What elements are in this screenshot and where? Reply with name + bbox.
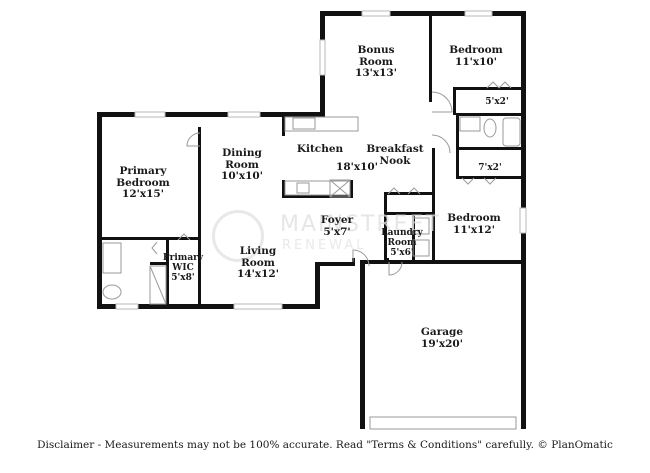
room-label-kitchen: Kitchen xyxy=(296,143,344,155)
doors xyxy=(151,81,512,276)
room-label-primary-wic: Primary WIC 5'x8' xyxy=(162,253,204,283)
room-label-foyer: Foyer 5'x7' xyxy=(320,214,354,238)
room-label-breakfast-nook: Breakfast Nook xyxy=(366,143,424,167)
room-label-bedroom-se: Bedroom 11'x12' xyxy=(447,212,501,236)
room-label-closet-7x2: 7'x2' xyxy=(478,163,502,173)
walls xyxy=(97,11,526,429)
room-label-laundry-room: Laundry Room 5'x6' xyxy=(381,228,423,258)
room-label-kitchen-dims: 18'x10' xyxy=(336,161,378,173)
room-label-bedroom-ne: Bedroom 11'x10' xyxy=(449,44,503,68)
fixtures xyxy=(102,116,521,430)
watermark: MAINSTREET RENEWAL xyxy=(212,208,439,268)
watermark-logo-icon xyxy=(212,210,264,262)
room-label-bonus-room: Bonus Room 13'x13' xyxy=(355,44,397,79)
windows xyxy=(115,10,527,310)
room-label-closet-5x2: 5'x2' xyxy=(485,97,509,107)
room-label-living-room: Living Room 14'x12' xyxy=(237,245,279,280)
disclaimer-text: Disclaimer - Measurements may not be 100… xyxy=(37,439,613,451)
room-label-dining-room: Dining Room 10'x10' xyxy=(221,147,263,182)
watermark-sub-text: RENEWAL xyxy=(282,238,367,253)
watermark-main-text: MAINSTREET xyxy=(280,212,441,237)
room-label-primary-bedroom: Primary Bedroom 12'x15' xyxy=(116,165,170,200)
room-label-garage: Garage 19'x20' xyxy=(420,326,464,350)
